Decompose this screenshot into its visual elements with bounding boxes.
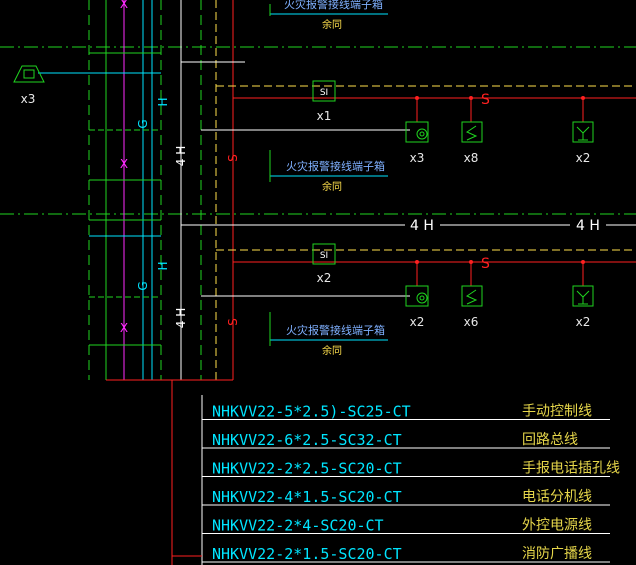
h-letter-2: H [156, 261, 170, 270]
legend-cable-code: NHKVV22-2*4-SC20-CT [212, 517, 384, 535]
junction-box-2: 火灾报警接线端子箱 余同 [269, 150, 388, 193]
left-device-qty: x3 [21, 92, 36, 106]
x-letter-1: X [120, 157, 128, 171]
module-1[interactable]: SI x1 [312, 80, 336, 123]
g-letter-2: G [136, 281, 150, 290]
phone-jack-icon[interactable]: x2 [572, 121, 594, 165]
legend-cable-code: NHKVV22-2*1.5-SC20-CT [212, 545, 402, 563]
legend-cable-description: 回路总线 [522, 432, 578, 448]
bell-icon-2[interactable]: x2 [405, 285, 429, 329]
module-1-label: SI [320, 88, 328, 98]
legend-cable-description: 手动控制线 [522, 404, 592, 420]
g-letter-1: G [136, 119, 150, 128]
junction-box-label-2: 火灾报警接线端子箱 [286, 159, 385, 173]
s-letter-1: S [226, 154, 240, 162]
junction-box-1: 火灾报警接线端子箱 余同 [269, 0, 388, 31]
riser-letters: X X X G G H H 4 H 4 H S S [120, 0, 240, 335]
x-letter-2: X [120, 321, 128, 335]
module-2[interactable]: SI x2 [312, 243, 336, 285]
spare-label-2: 余同 [322, 180, 342, 193]
module-2-label: SI [320, 251, 328, 261]
floor-1-circuit: S [181, 61, 636, 131]
junction-box-label-1: 火灾报警接线端子箱 [284, 0, 383, 11]
junction-box-3: 火灾报警接线端子箱 余同 [269, 312, 388, 357]
legend-cable-description: 消防广播线 [522, 546, 592, 562]
s-letter-floor-1: S [481, 92, 490, 108]
speaker-icon[interactable]: x3 [13, 65, 89, 106]
bell-qty-1: x3 [410, 151, 425, 165]
smoke-qty-2: x6 [464, 315, 479, 329]
legend-cable-description: 电话分机线 [522, 489, 592, 505]
legend-cable-code: NHKVV22-4*1.5-SC20-CT [212, 488, 402, 506]
module-1-qty: x1 [317, 109, 332, 123]
legend-cable-code: NHKVV22-6*2.5-SC32-CT [212, 431, 402, 449]
spare-label-3: 余同 [322, 344, 342, 357]
legend-rows: NHKVV22-5*2.5)-SC25-CT 手动控制线 NHKVV22-6*2.5… [202, 403, 620, 563]
four-h-label-2: 4 H [576, 218, 600, 234]
four-h-letter-2: 4 H [174, 308, 188, 328]
s-letter-2: S [226, 318, 240, 326]
bell-qty-2: x2 [410, 315, 425, 329]
legend-cable-description: 手报电话插孔线 [522, 461, 620, 477]
phone-jack-icon-2[interactable]: x2 [572, 285, 594, 329]
smoke-detector-icon-2[interactable]: x6 [461, 285, 483, 329]
four-h-letter-1: 4 H [174, 146, 188, 166]
smoke-detector-icon[interactable]: x8 [461, 121, 483, 165]
smoke-qty-1: x8 [464, 151, 479, 165]
module-2-qty: x2 [317, 271, 332, 285]
bell-icon[interactable]: x3 [405, 121, 429, 165]
legend-cable-code: NHKVV22-5*2.5)-SC25-CT [212, 403, 411, 421]
phone-qty-2: x2 [576, 315, 591, 329]
four-h-label-1: 4 H [410, 218, 434, 234]
x-letter-top: X [120, 0, 128, 11]
junction-box-label-3: 火灾报警接线端子箱 [286, 323, 385, 337]
floor-2-trunk: 4 H 4 H [181, 218, 636, 234]
cable-legend: NHKVV22-5*2.5)-SC25-CT 手动控制线 NHKVV22-6*2.5… [171, 380, 620, 565]
spare-label-1: 余同 [322, 18, 342, 31]
legend-cable-description: 外控电源线 [522, 518, 592, 534]
floor-2-circuit: S [201, 249, 636, 297]
phone-qty-1: x2 [576, 151, 591, 165]
h-letter-1: H [156, 97, 170, 106]
riser-bundle [88, 0, 234, 381]
s-letter-floor-2: S [481, 256, 490, 272]
legend-cable-code: NHKVV22-2*2.5-SC20-CT [212, 460, 402, 478]
